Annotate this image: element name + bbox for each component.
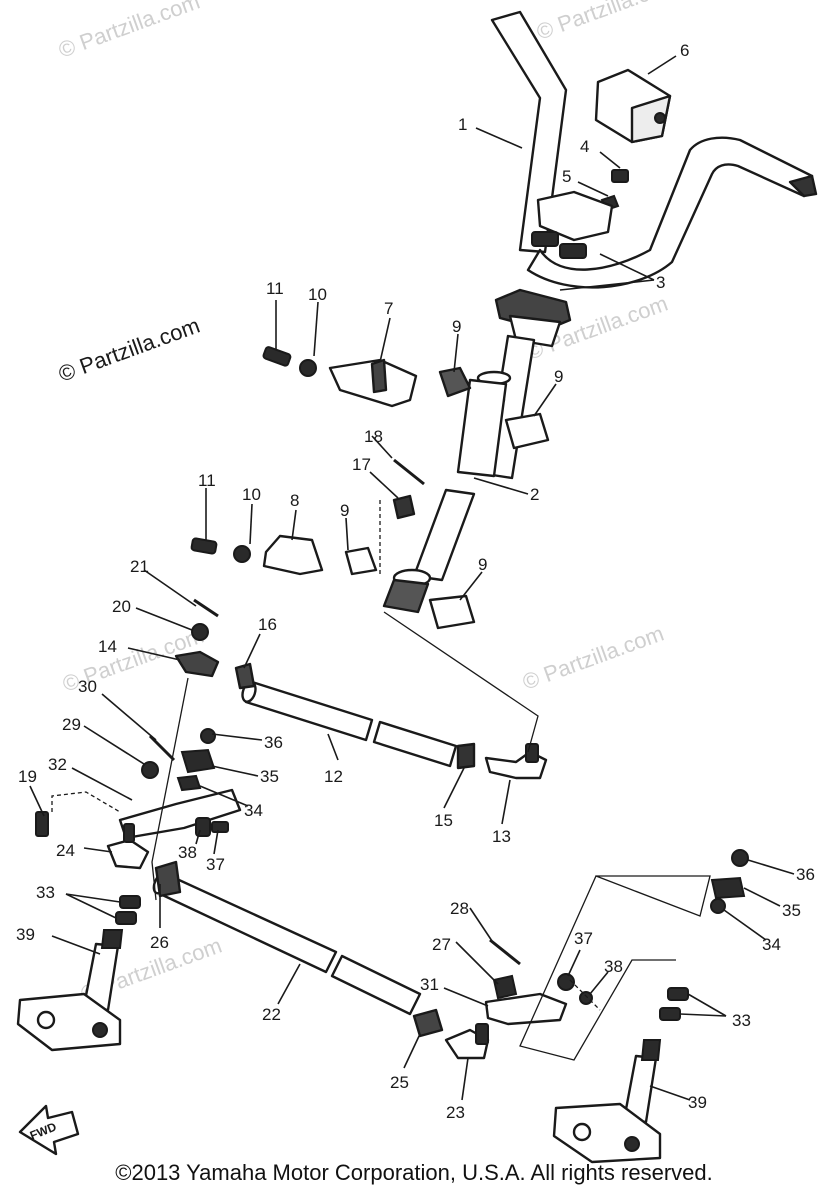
callout-29: 29 — [62, 715, 81, 734]
callout-36: 36 — [264, 733, 283, 752]
callout-20: 20 — [112, 597, 131, 616]
callout-18: 18 — [364, 427, 383, 446]
callout-15: 15 — [434, 811, 453, 830]
steering-column — [382, 334, 536, 614]
copyright-notice: ©2013 Yamaha Motor Corporation, U.S.A. A… — [115, 1160, 713, 1185]
callout-19: 19 — [18, 767, 37, 786]
callout-5: 5 — [562, 167, 571, 186]
callout-10: 10 — [242, 485, 261, 504]
forward-arrow-icon: FWD — [18, 1104, 80, 1156]
callout-34: 34 — [762, 935, 781, 954]
handlebar-holder-upper — [531, 190, 614, 259]
callout-31: 31 — [420, 975, 439, 994]
watermark: © Partzilla.com — [55, 313, 203, 387]
handlebar-cover — [594, 68, 672, 144]
bolt — [600, 169, 629, 212]
leader-lines — [29, 55, 795, 1101]
callout-4: 4 — [580, 137, 589, 156]
callout-30: 30 — [78, 677, 97, 696]
tie-rod-end-left — [174, 598, 220, 678]
watermark: © Partzilla.com — [55, 0, 203, 63]
tie-rod-lower — [152, 860, 422, 1016]
callout-17: 17 — [352, 455, 371, 474]
callout-8: 8 — [290, 491, 299, 510]
steering-spindle-right — [552, 1039, 662, 1164]
cotter-pin — [392, 458, 425, 520]
callout-labels: 1 2 3 4 5 6 7 8 9 9 9 9 10 10 11 11 12 1… — [16, 41, 815, 1122]
callout-26: 26 — [150, 933, 169, 952]
assembly-line — [383, 611, 539, 753]
callout-11: 11 — [198, 471, 216, 490]
pitman-arm-left — [35, 728, 242, 840]
watermark: © Partzilla.com — [519, 621, 667, 695]
callout-37: 37 — [206, 855, 225, 874]
column-holder-upper — [262, 346, 418, 408]
callout-9: 9 — [452, 317, 461, 336]
callout-39: 39 — [16, 925, 35, 944]
steering-collar — [344, 366, 550, 630]
callout-38: 38 — [178, 843, 197, 862]
callout-37: 37 — [574, 929, 593, 948]
tie-rod-end-right — [484, 743, 548, 780]
handlebar — [490, 10, 818, 289]
callout-36: 36 — [796, 865, 815, 884]
column-holder-lower — [190, 534, 324, 576]
assembly-line — [569, 979, 601, 1011]
callout-3: 3 — [656, 273, 665, 292]
callout-33: 33 — [732, 1011, 751, 1030]
callout-27: 27 — [432, 935, 451, 954]
callout-6: 6 — [680, 41, 689, 60]
callout-12: 12 — [324, 767, 343, 786]
callout-9: 9 — [554, 367, 563, 386]
callout-23: 23 — [446, 1103, 465, 1122]
callout-25: 25 — [390, 1073, 409, 1092]
callout-24: 24 — [56, 841, 75, 860]
callout-2: 2 — [530, 485, 539, 504]
tie-rod-end-23 — [412, 1008, 490, 1060]
callout-9: 9 — [478, 555, 487, 574]
callout-21: 21 — [130, 557, 149, 576]
callout-39: 39 — [688, 1093, 707, 1112]
callout-33: 33 — [36, 883, 55, 902]
steering-spindle-left — [16, 929, 124, 1052]
callout-10: 10 — [308, 285, 327, 304]
assembly-line — [151, 677, 189, 901]
callout-32: 32 — [48, 755, 67, 774]
callout-11: 11 — [266, 279, 284, 298]
tie-rod-upper — [234, 662, 476, 770]
tie-rod-end-24 — [106, 823, 150, 870]
assembly-line — [519, 875, 711, 1061]
pitman-arm-right — [484, 938, 593, 1026]
assembly-line — [51, 791, 121, 813]
right-fittings — [115, 849, 749, 1021]
watermark: © Partzilla.com — [533, 0, 681, 45]
callout-28: 28 — [450, 899, 469, 918]
callout-9: 9 — [340, 501, 349, 520]
callout-14: 14 — [98, 637, 117, 656]
callout-34: 34 — [244, 801, 263, 820]
callout-35: 35 — [782, 901, 801, 920]
callout-7: 7 — [384, 299, 393, 318]
callout-22: 22 — [262, 1005, 281, 1024]
callout-1: 1 — [458, 115, 467, 134]
callout-38: 38 — [604, 957, 623, 976]
callout-35: 35 — [260, 767, 279, 786]
callout-13: 13 — [492, 827, 511, 846]
callout-16: 16 — [258, 615, 277, 634]
